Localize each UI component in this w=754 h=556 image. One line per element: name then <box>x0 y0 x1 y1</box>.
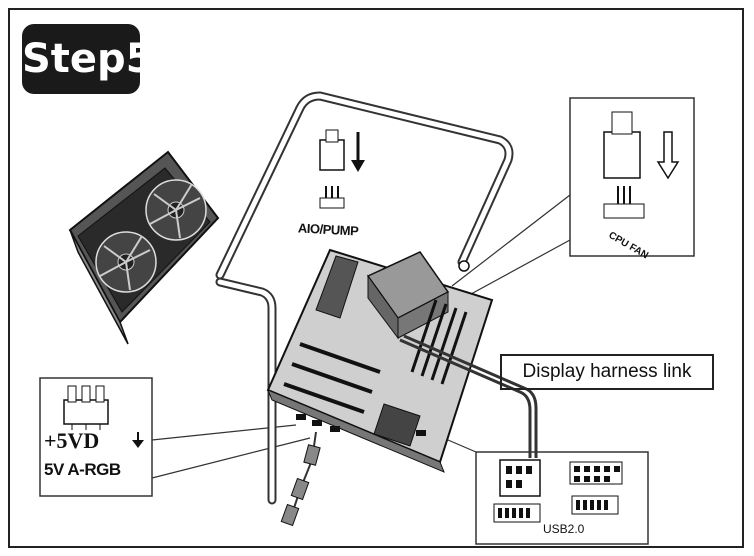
usb-header-icon <box>493 459 541 523</box>
plus-5vd-label: +5VD <box>44 428 100 453</box>
connector-icon <box>319 129 345 209</box>
display-harness-label: Display harness link <box>500 354 714 390</box>
step-badge: Step5 <box>22 24 154 94</box>
fan-icon <box>95 231 157 293</box>
usb-pinout-icon <box>569 461 623 515</box>
usb-label: USB2.0 <box>543 522 585 536</box>
argb-label: 5V A-RGB <box>44 460 121 479</box>
ground-icon <box>132 432 144 448</box>
arrow-down-icon <box>656 131 680 180</box>
pump-plug <box>458 260 470 272</box>
aio-pump-label: AIO/PUMP <box>297 220 359 239</box>
connector-icon <box>63 385 109 430</box>
fan-icon <box>145 179 207 241</box>
connector-icon <box>603 111 645 219</box>
motherboard-icon <box>266 248 494 473</box>
argb-cable <box>280 431 321 527</box>
arrow-down-icon <box>351 132 365 172</box>
